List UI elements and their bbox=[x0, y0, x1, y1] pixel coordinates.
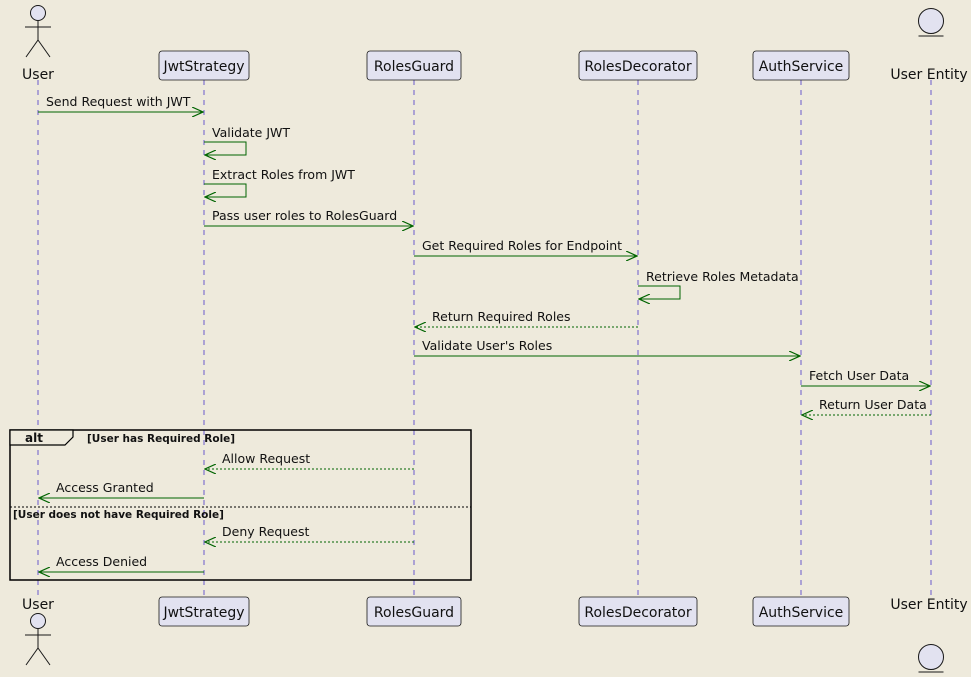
message: Fetch User Data bbox=[801, 368, 930, 386]
messages: Send Request with JWT Validate JWT Extract… bbox=[38, 94, 931, 572]
participant-label: AuthService bbox=[759, 59, 844, 75]
participant-label: RolesDecorator bbox=[584, 605, 692, 621]
participant-label: JwtStrategy bbox=[162, 59, 244, 75]
participant-label: RolesGuard bbox=[374, 59, 454, 75]
participant-label: RolesDecorator bbox=[584, 59, 692, 75]
participant-auth-top: AuthService bbox=[752, 50, 850, 81]
message: Return Required Roles bbox=[415, 309, 638, 327]
participant-label: AuthService bbox=[759, 605, 844, 621]
message-label: Return User Data bbox=[819, 397, 927, 412]
participant-label: User Entity bbox=[890, 597, 967, 613]
participant-label: User Entity bbox=[890, 67, 967, 83]
alt-fragment: alt [User has Required Role] [User does no… bbox=[9, 429, 472, 581]
participant-box bbox=[578, 50, 698, 81]
message-label: Get Required Roles for Endpoint bbox=[422, 238, 622, 253]
alt-fragment-frame bbox=[9, 429, 472, 581]
participant-box bbox=[366, 596, 462, 627]
message: Deny Request bbox=[205, 524, 414, 542]
participant-jwt-bottom: JwtStrategy bbox=[158, 596, 250, 627]
participant-user-top: User bbox=[22, 5, 54, 83]
participant-box bbox=[752, 50, 850, 81]
participant-label: JwtStrategy bbox=[162, 605, 244, 621]
actor-icon bbox=[25, 613, 51, 666]
alt-keyword: alt bbox=[25, 431, 43, 445]
message: Return User Data bbox=[802, 397, 931, 415]
participant-auth-bottom: AuthService bbox=[752, 596, 850, 627]
participant-user-bottom: User bbox=[22, 597, 54, 666]
entity-icon bbox=[918, 8, 944, 34]
message-label: Deny Request bbox=[222, 524, 309, 539]
participant-entity-top: User Entity bbox=[890, 8, 968, 83]
message-label: Fetch User Data bbox=[809, 368, 909, 383]
message-label: Send Request with JWT bbox=[46, 94, 191, 109]
message: Validate User's Roles bbox=[414, 338, 800, 356]
message: Access Denied bbox=[39, 554, 204, 572]
message-label: Return Required Roles bbox=[432, 309, 571, 324]
message: Get Required Roles for Endpoint bbox=[414, 238, 637, 256]
message-label: Validate JWT bbox=[212, 125, 290, 140]
lifelines bbox=[37, 80, 932, 598]
message: Extract Roles from JWT bbox=[204, 167, 355, 197]
message-label: Access Granted bbox=[56, 480, 154, 495]
alt-guard-1: [User has Required Role] bbox=[87, 433, 235, 445]
participant-box bbox=[578, 596, 698, 627]
alt-label-tab bbox=[9, 429, 74, 446]
message-arrow bbox=[204, 141, 247, 155]
participant-label: User bbox=[22, 597, 54, 613]
participant-box bbox=[366, 50, 462, 81]
participant-decorator-top: RolesDecorator bbox=[578, 50, 698, 81]
actor-icon bbox=[25, 5, 51, 58]
participant-entity-bottom: User Entity bbox=[890, 597, 968, 673]
message-label: Retrieve Roles Metadata bbox=[646, 269, 799, 284]
message: Allow Request bbox=[205, 451, 414, 469]
participant-label: User bbox=[22, 67, 54, 83]
participant-box bbox=[158, 596, 250, 627]
message-arrow bbox=[638, 285, 681, 299]
message: Access Granted bbox=[39, 480, 204, 498]
participant-label: RolesGuard bbox=[374, 605, 454, 621]
participant-jwt-top: JwtStrategy bbox=[158, 50, 250, 81]
message: Pass user roles to RolesGuard bbox=[204, 208, 413, 226]
message-label: Pass user roles to RolesGuard bbox=[212, 208, 397, 223]
participant-box bbox=[752, 596, 850, 627]
message-label: Allow Request bbox=[222, 451, 310, 466]
participant-box bbox=[158, 50, 250, 81]
participant-decorator-bottom: RolesDecorator bbox=[578, 596, 698, 627]
participant-guard-bottom: RolesGuard bbox=[366, 596, 462, 627]
message-label: Access Denied bbox=[56, 554, 147, 569]
message-label: Validate User's Roles bbox=[422, 338, 552, 353]
message-label: Extract Roles from JWT bbox=[212, 167, 355, 182]
message: Send Request with JWT bbox=[38, 94, 203, 112]
participant-guard-top: RolesGuard bbox=[366, 50, 462, 81]
message: Retrieve Roles Metadata bbox=[638, 269, 799, 299]
entity-icon bbox=[918, 644, 944, 670]
message: Validate JWT bbox=[204, 125, 290, 155]
alt-guard-2: [User does not have Required Role] bbox=[13, 509, 224, 521]
participants: UserUserJwtStrategyJwtStrategyRolesGuard… bbox=[22, 5, 968, 673]
message-arrow bbox=[204, 183, 247, 197]
